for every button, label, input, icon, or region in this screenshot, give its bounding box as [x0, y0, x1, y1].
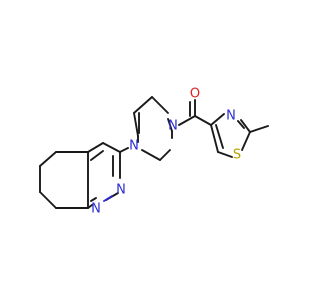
- bond-c4-c3: [102, 142, 121, 153]
- bond-pip-3: [151, 96, 169, 114]
- bond-thz-c2-n-double: [237, 120, 245, 129]
- atom-label-nitrogen-piperazine-right: N: [168, 119, 178, 134]
- atom-label-nitrogen-cinnoline-n2: N: [116, 183, 126, 198]
- bond-n1-c8a: [87, 204, 93, 209]
- bond-cyclohexane-4: [39, 191, 57, 209]
- bond-pip-4: [167, 118, 173, 132]
- bond-c4a-c4-double: [90, 150, 104, 161]
- bond-c4a-c4: [87, 142, 104, 153]
- atom-label-nitrogen-thiazole: N: [226, 109, 236, 124]
- bond-pip-7: [141, 149, 161, 161]
- bonds: [39, 96, 269, 209]
- bond-c3-piperazine: [119, 147, 129, 153]
- bond-thz-c2-n: [240, 119, 251, 133]
- bond-thz-c5-s: [217, 151, 233, 158]
- bond-pip-2: [133, 96, 153, 114]
- bond-pip-8: [159, 149, 171, 161]
- bond-pip-1: [133, 112, 139, 137]
- bond-carbonyl-thiazole: [194, 115, 212, 126]
- bond-n-carbonyl: [178, 115, 196, 126]
- bond-cyclohexane-2: [39, 151, 57, 167]
- atom-labels: O N N N S N N: [91, 87, 241, 217]
- bond-thz-s-c2: [241, 131, 251, 151]
- bond-thz-c4-c5: [210, 124, 219, 153]
- bond-n2-n1-n: [103, 195, 113, 202]
- bond-thz-methyl: [249, 125, 269, 133]
- atom-label-nitrogen-cinnoline-n1: N: [91, 202, 101, 217]
- atom-label-nitrogen-piperazine-left: N: [129, 139, 139, 154]
- molecule-structure-diagram: O N N N S N N: [39, 87, 269, 217]
- atom-label-oxygen: O: [190, 87, 200, 102]
- atom-label-sulfur-thiazole: S: [233, 148, 241, 163]
- bond-thz-n-c4: [210, 113, 225, 126]
- bond-thz-c4-c5-double: [215, 124, 224, 149]
- bond-n1-c8a-double: [90, 197, 97, 202]
